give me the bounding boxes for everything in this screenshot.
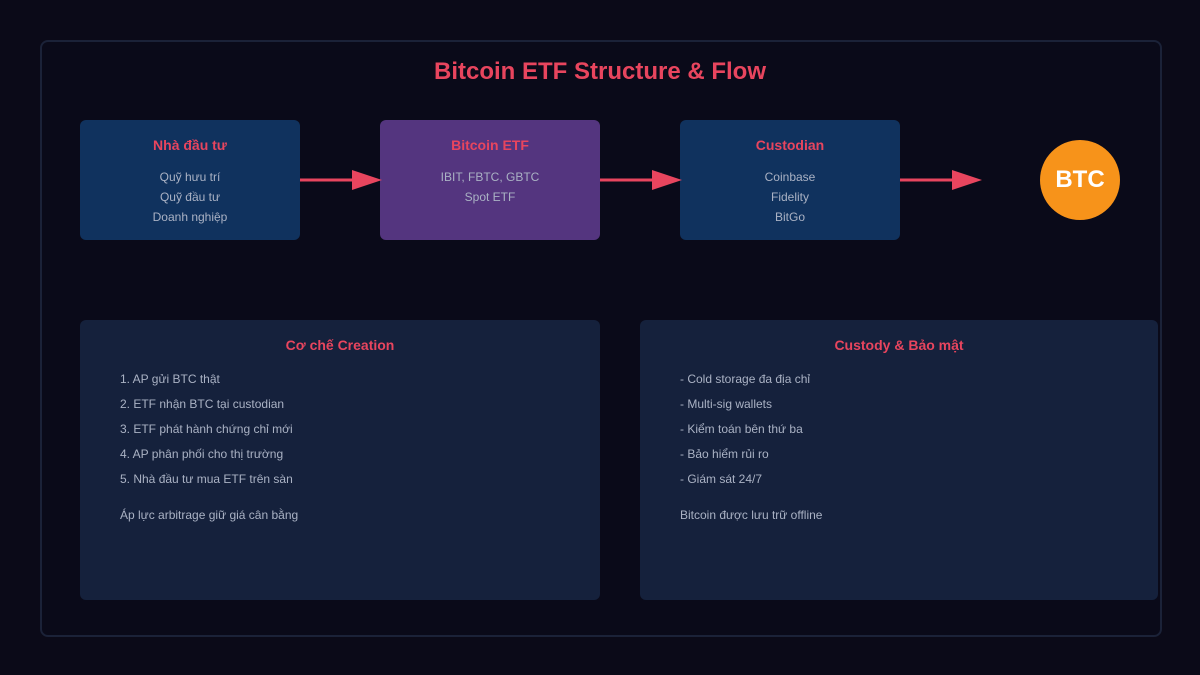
creation-step: 2. ETF nhận BTC tại custodian xyxy=(120,397,285,411)
custody-note: Bitcoin được lưu trữ offline xyxy=(680,508,823,522)
investor-line: Quỹ đầu tư xyxy=(159,190,221,204)
arrow-custodian-to-btc xyxy=(900,170,982,190)
creation-panel-title: Cơ chế Creation xyxy=(285,337,395,353)
custodian-box-title: Custodian xyxy=(755,137,825,153)
etf-box: Bitcoin ETF IBIT, FBTC, GBTC Spot ETF xyxy=(380,120,600,240)
investor-line: Quỹ hưu trí xyxy=(159,170,221,184)
custodian-line: Fidelity xyxy=(770,190,809,204)
investor-line: Doanh nghiệp xyxy=(152,210,228,224)
creation-steps: 1. AP gửi BTC thật 2. ETF nhận BTC tại c… xyxy=(120,367,293,492)
arrow-etf-to-custodian xyxy=(600,170,682,190)
custody-item: - Multi-sig wallets xyxy=(680,397,773,411)
custody-item: - Bảo hiểm rủi ro xyxy=(680,447,769,461)
creation-note: Áp lực arbitrage giữ giá cân bằng xyxy=(120,508,299,522)
arrow-investor-to-etf xyxy=(300,170,382,190)
custodian-line: BitGo xyxy=(774,210,805,224)
custody-item: - Cold storage đa địa chỉ xyxy=(680,372,811,386)
investor-box: Nhà đầu tư Quỹ hưu trí Quỹ đầu tư Doanh … xyxy=(80,120,300,240)
custody-item: - Giám sát 24/7 xyxy=(680,472,763,486)
etf-line: Spot ETF xyxy=(464,190,516,204)
etf-box-title: Bitcoin ETF xyxy=(451,137,529,153)
investor-box-title: Nhà đầu tư xyxy=(153,137,227,153)
creation-step: 1. AP gửi BTC thật xyxy=(120,372,220,386)
custodian-line: Coinbase xyxy=(764,170,816,184)
custodian-box-lines: Coinbase Fidelity BitGo xyxy=(680,167,900,227)
creation-step: 5. Nhà đầu tư mua ETF trên sàn xyxy=(120,472,293,486)
custody-panel: Custody & Bảo mật - Cold storage đa địa … xyxy=(640,320,1158,600)
etf-line: IBIT, FBTC, GBTC xyxy=(440,170,540,184)
investor-box-lines: Quỹ hưu trí Quỹ đầu tư Doanh nghiệp xyxy=(80,167,300,227)
creation-panel: Cơ chế Creation 1. AP gửi BTC thật 2. ET… xyxy=(80,320,600,600)
creation-step: 3. ETF phát hành chứng chỉ mới xyxy=(120,422,293,436)
btc-label: BTC xyxy=(1055,166,1105,193)
page-title: Bitcoin ETF Structure & Flow xyxy=(433,58,766,85)
etf-box-lines: IBIT, FBTC, GBTC Spot ETF xyxy=(380,167,600,207)
btc-icon: BTC xyxy=(1040,140,1120,220)
custody-panel-title: Custody & Bảo mật xyxy=(834,337,964,353)
custodian-box: Custodian Coinbase Fidelity BitGo xyxy=(680,120,900,240)
custody-items: - Cold storage đa địa chỉ - Multi-sig wa… xyxy=(680,367,810,492)
custody-item: - Kiểm toán bên thứ ba xyxy=(680,422,803,436)
creation-step: 4. AP phân phối cho thị trường xyxy=(120,447,284,461)
